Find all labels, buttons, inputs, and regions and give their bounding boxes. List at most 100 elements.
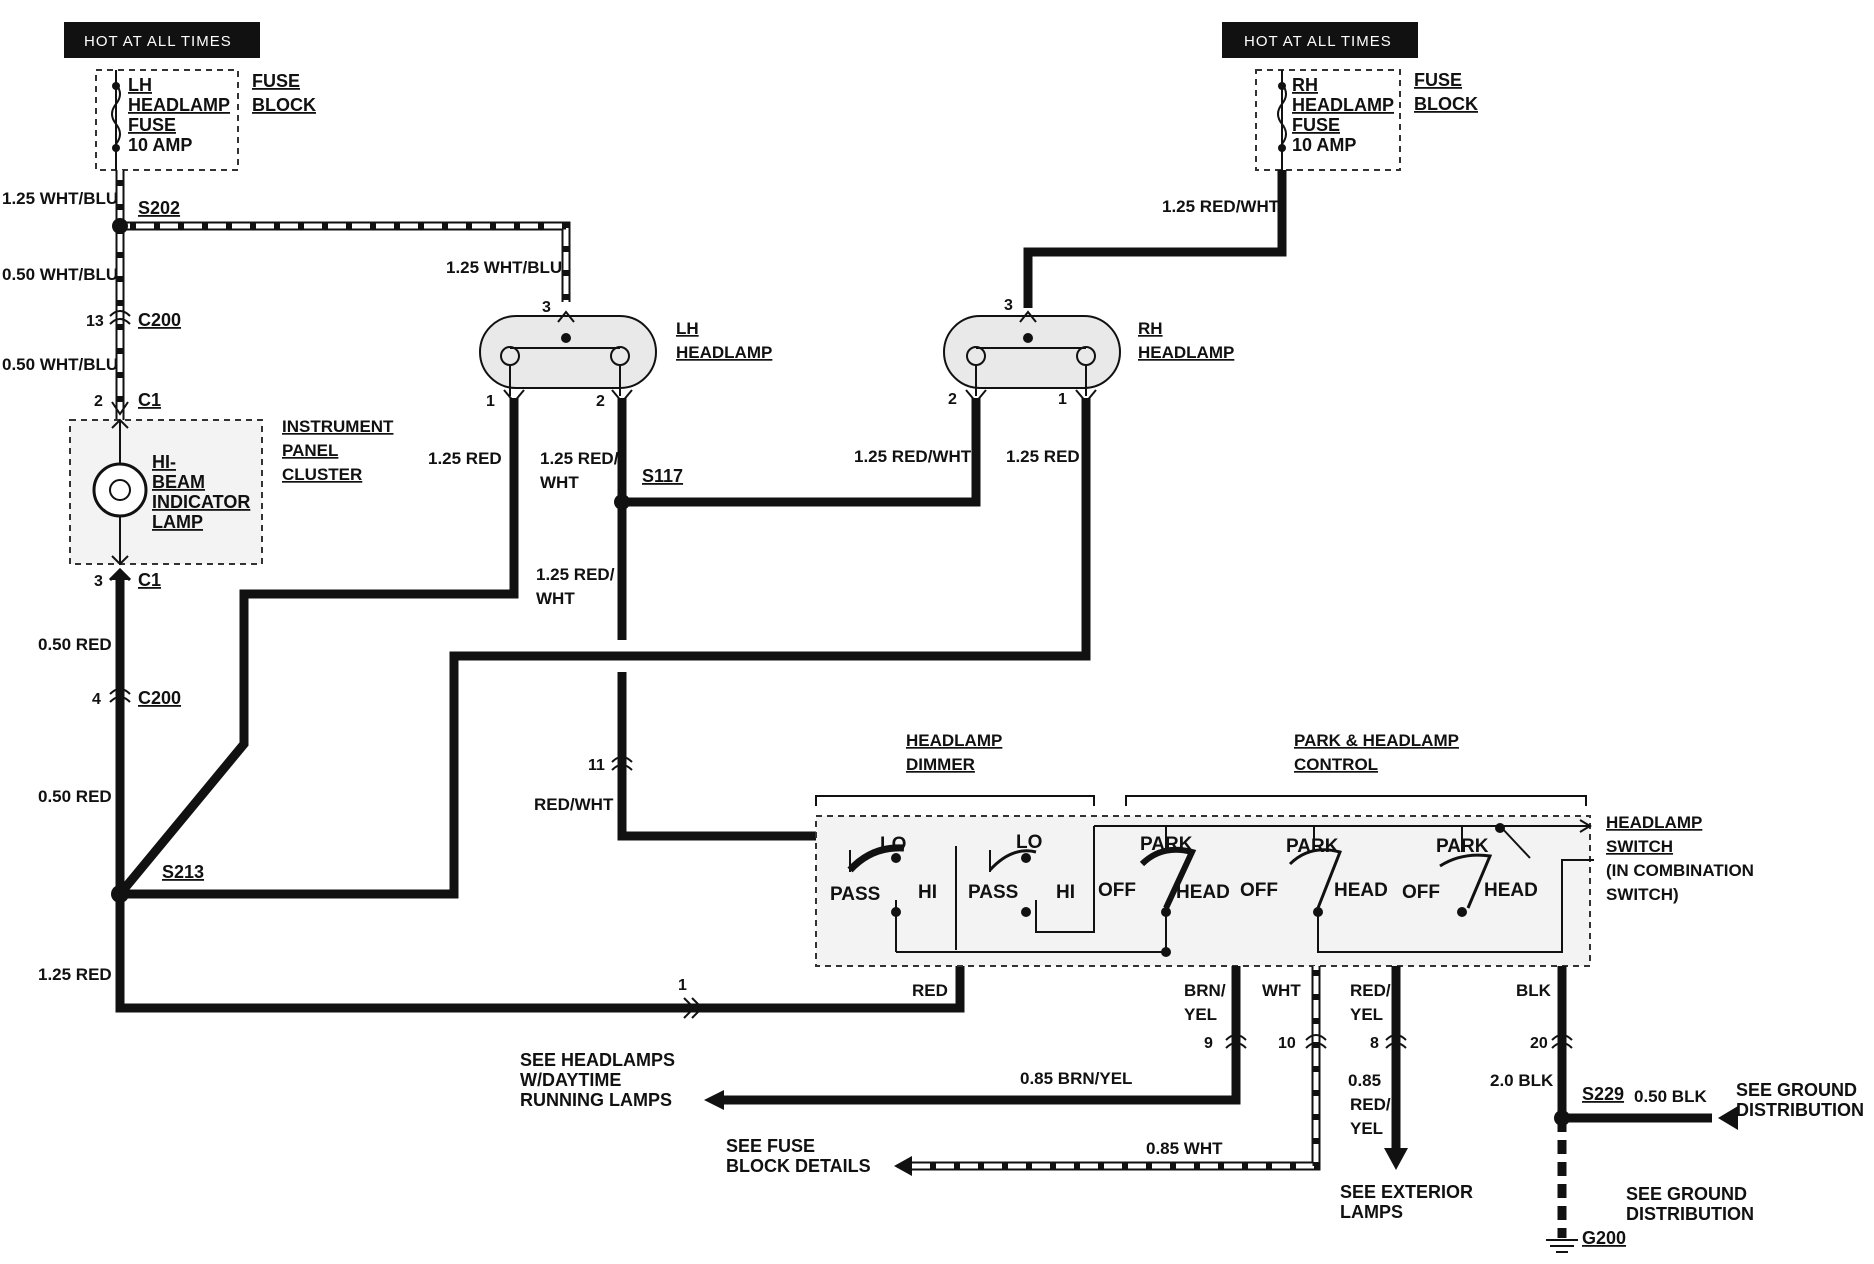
fuse-element-icon	[111, 83, 121, 145]
splice-s202: S202	[138, 198, 180, 218]
red-wire-main	[115, 578, 965, 1013]
wire-label: 1.25 WHT/BLU	[446, 258, 562, 277]
wire-label: 1.25 RED/	[540, 449, 619, 468]
indicator-line3: INDICATOR	[152, 492, 250, 512]
wire-label: RED/WHT	[534, 795, 614, 814]
wire-label: 0.50 WHT/BLU	[2, 265, 118, 284]
indicator-line2: BEAM	[152, 472, 205, 492]
rh-fuse-line1: RH	[1292, 75, 1318, 95]
wire-label: BLK	[1516, 981, 1552, 1000]
banner-right: HOT AT ALL TIMES	[1222, 22, 1418, 58]
lh-headlamp: 3 1 2 LH HEADLAMP	[479, 299, 772, 410]
lh-fuse: LH HEADLAMP FUSE 10 AMP FUSE BLOCK	[95, 69, 316, 171]
wht-blu-wires	[115, 170, 571, 420]
pin-label: 10	[1278, 1035, 1296, 1052]
ground1-ref-line2: DISTRIBUTION	[1736, 1100, 1864, 1120]
switch-pos-pass2: PASS	[968, 882, 1018, 903]
connector-label: C200	[138, 310, 181, 330]
exterior-ref-line1: SEE EXTERIOR	[1340, 1182, 1473, 1202]
wire-label: WHT	[540, 473, 579, 492]
switch-pos-off3: OFF	[1402, 882, 1440, 903]
pin-label: 2	[948, 391, 957, 408]
pin-label: 8	[1370, 1035, 1379, 1052]
pin-label: 11	[588, 757, 605, 774]
rh-fuse-block2: BLOCK	[1414, 94, 1478, 114]
cluster-line2: PANEL	[282, 441, 338, 460]
switch-pos-head1: HEAD	[1176, 882, 1230, 903]
fuse-ref-line1: SEE FUSE	[726, 1136, 815, 1156]
wire-label: RED/	[1350, 981, 1391, 1000]
park-contact-arm	[1139, 846, 1197, 910]
pin-label: 2	[596, 393, 605, 410]
ground-g200: G200	[1582, 1228, 1626, 1248]
pin-label: 3	[1004, 297, 1013, 314]
instrument-panel-cluster: HI- BEAM INDICATOR LAMP INSTRUMENT PANEL…	[69, 417, 394, 566]
rh-fuse-line2: HEADLAMP	[1292, 95, 1394, 115]
connector-c1-bottom: 3 C1	[94, 567, 161, 590]
connector-c200-bottom: 4 C200	[92, 688, 181, 708]
filament-icon	[610, 346, 630, 366]
connector-c200-top: 13 C200	[86, 310, 181, 330]
indicator-lamp-icon	[92, 462, 148, 518]
wire-label: RED	[912, 981, 948, 1000]
switch-pos-hi1: HI	[918, 882, 937, 903]
connector-pin1: 1	[678, 977, 704, 1019]
wire-label: WHT	[1262, 981, 1301, 1000]
wire-label: 0.85	[1348, 1071, 1381, 1090]
filament-icon	[1076, 346, 1096, 366]
connector-label: C200	[138, 688, 181, 708]
wire-label: 0.85 BRN/YEL	[1020, 1069, 1132, 1088]
wire-label: 0.50 RED	[38, 787, 112, 806]
wire-label: YEL	[1350, 1119, 1383, 1138]
pin-label: 9	[1204, 1035, 1213, 1052]
drl-ref-line2: W/DAYTIME	[520, 1070, 621, 1090]
lh-headlamp-line1: LH	[676, 319, 699, 338]
switch-pos-lo2: LO	[1016, 832, 1042, 853]
connector-pin11: 11	[588, 756, 633, 774]
connector-label: C1	[138, 390, 161, 410]
lh-fuse-line3: FUSE	[128, 115, 176, 135]
lh-fuse-line2: HEADLAMP	[128, 95, 230, 115]
filament-icon	[966, 346, 986, 366]
banner-right-text: HOT AT ALL TIMES	[1244, 33, 1392, 50]
arrow-down-icon	[1384, 1148, 1408, 1170]
pin-label: 1	[486, 393, 495, 410]
ground2-ref-line2: DISTRIBUTION	[1626, 1204, 1754, 1224]
wire-label: WHT	[536, 589, 575, 608]
switch-pos-pass1: PASS	[830, 884, 880, 905]
wire-label: 1.25 RED/	[536, 565, 615, 584]
banner-left-text: HOT AT ALL TIMES	[84, 33, 232, 50]
ground2-ref-line1: SEE GROUND	[1626, 1184, 1747, 1204]
cluster-line1: INSTRUMENT	[282, 417, 394, 436]
rh-fuse-line3: FUSE	[1292, 115, 1340, 135]
pin-label: 3	[94, 573, 103, 590]
splice-s213: S213	[162, 862, 204, 882]
wire-label: 1.25 WHT/BLU	[2, 189, 118, 208]
wire-label: 0.50 BLK	[1634, 1087, 1707, 1106]
connector-c1-top: 2 C1	[94, 390, 161, 416]
switch-pos-head2: HEAD	[1334, 880, 1388, 901]
wire-label: RED/	[1350, 1095, 1391, 1114]
arrow-left-icon	[704, 1090, 724, 1110]
drl-ref-line1: SEE HEADLAMPS	[520, 1050, 675, 1070]
park-contact-arm	[1288, 848, 1343, 909]
filament-icon	[500, 346, 520, 366]
switch-pos-off1: OFF	[1098, 880, 1136, 901]
lh-headlamp-line2: HEADLAMP	[676, 343, 772, 362]
pin-label: 13	[86, 313, 104, 330]
switch-pos-lo1: LO	[880, 834, 906, 855]
red-wht-switch-wire	[617, 672, 816, 841]
pin-label: 1	[678, 977, 687, 994]
pin-label: 20	[1530, 1035, 1548, 1052]
rh-headlamp-line1: RH	[1138, 319, 1163, 338]
lh-fuse-line1: LH	[128, 75, 152, 95]
fuse-element-icon	[1277, 83, 1287, 145]
wire-label: 1.25 RED	[38, 965, 112, 984]
pin-label: 4	[92, 691, 101, 708]
switch-line4: SWITCH)	[1606, 885, 1679, 904]
rh-fuse-block1: FUSE	[1414, 70, 1462, 90]
brn-yel-wire	[722, 966, 1241, 1105]
switch-line3: (IN COMBINATION	[1606, 861, 1754, 880]
wire-label: 0.50 WHT/BLU	[2, 355, 118, 374]
splice-s202-dot	[112, 218, 128, 234]
